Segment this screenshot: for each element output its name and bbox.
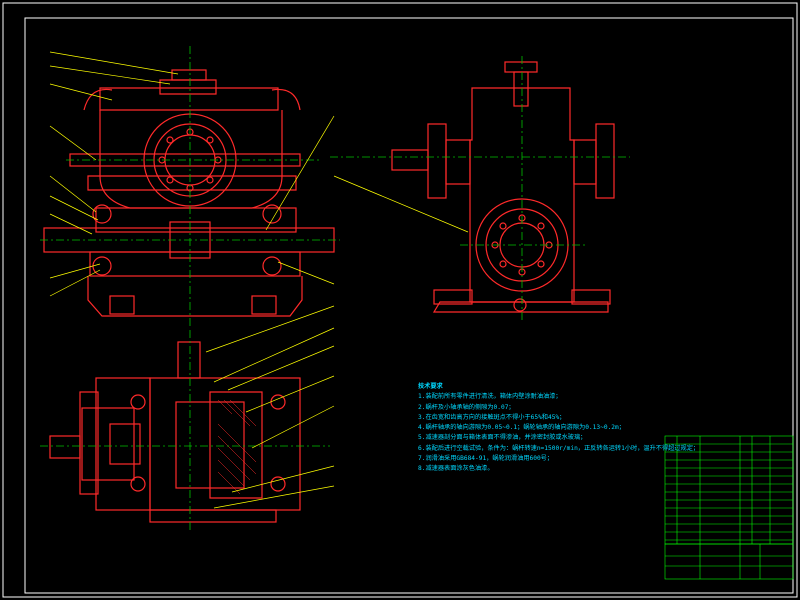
side-view-leaders — [333, 175, 469, 233]
side-view-centerlines — [330, 56, 630, 322]
requirement-7: 7.润滑油采用GB684-91，蜗轮润滑油用600号； — [418, 455, 554, 463]
front-view-leaders — [49, 51, 335, 297]
requirement-3: 3.在齿宽和齿高方向的接触斑点不得小于65%和45%； — [418, 413, 566, 421]
parts-list-table — [664, 435, 794, 545]
inner-border — [24, 17, 794, 594]
requirement-8: 8.减速器表面涂灰色油漆。 — [418, 465, 494, 473]
title-block — [664, 543, 794, 580]
requirement-5: 5.减速器剖分面与箱体表面不得渗油，并涂密封胶或水玻璃； — [418, 434, 587, 442]
top-view-leaders — [205, 305, 335, 509]
top-view-centerlines — [40, 330, 330, 530]
technical-requirements-title: 技术要求 — [418, 383, 443, 390]
top-section-view — [49, 341, 301, 523]
requirement-4: 4.蜗杆轴承的轴向游隙为0.05~0.1；蜗轮轴承的轴向游隙为0.13~0.2m… — [418, 424, 625, 432]
requirement-1: 1.装配前所有零件进行清洗，箱体内壁涂耐油油漆； — [418, 393, 562, 401]
side-view — [391, 61, 615, 313]
front-section-view — [43, 69, 335, 317]
technical-requirements: 技术要求 1.装配前所有零件进行清洗，箱体内壁涂耐油油漆； 2.蜗杆及小轴承轴的… — [418, 382, 788, 475]
requirement-2: 2.蜗杆及小轴承轴的侧隙为0.07； — [418, 403, 515, 411]
front-view-centerlines — [40, 46, 340, 326]
requirement-6: 6.装配后进行空载试验，条件为：蜗杆转速n=1500r/min，正反转各运转1小… — [418, 444, 700, 452]
top-view-section-fill — [217, 399, 257, 495]
